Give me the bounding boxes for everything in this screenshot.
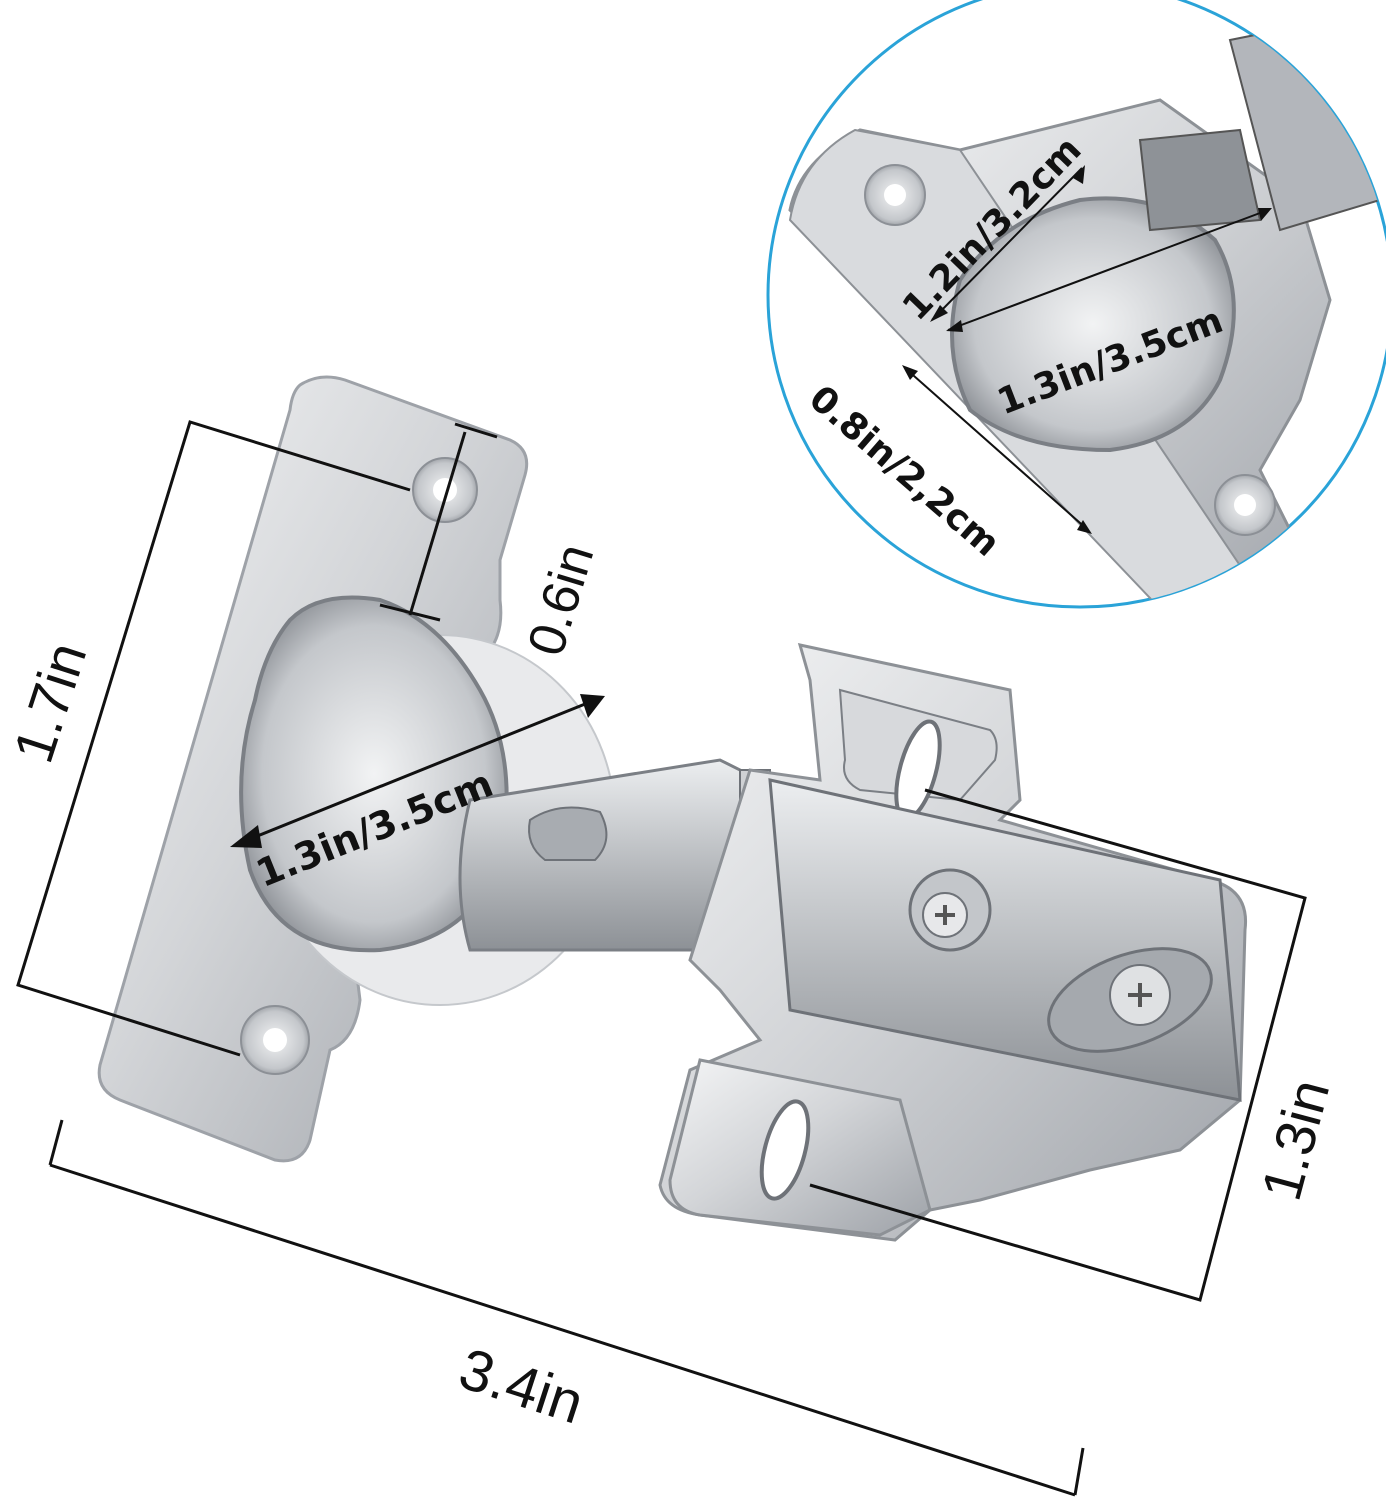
bracket-slot-bottom xyxy=(759,1099,811,1201)
dim-line-overall-length xyxy=(49,1163,1076,1497)
dim-line-plate-height xyxy=(16,420,411,1057)
hinge-mounting-plate xyxy=(97,375,616,1163)
dim-line-cup-diameter xyxy=(234,696,601,847)
dimension-lines xyxy=(16,420,1307,1497)
dim-line-hole-offset xyxy=(408,431,467,616)
inset-dim-cup-depth xyxy=(931,167,1083,321)
detail-inset xyxy=(766,0,1386,609)
inset-dim-plate-edge xyxy=(904,367,1089,531)
dim-line-arm-width xyxy=(809,788,1307,1302)
hinge-cup xyxy=(239,595,509,953)
hinge-body xyxy=(658,643,1248,1242)
inset-dim-cup-diameter xyxy=(947,209,1269,331)
